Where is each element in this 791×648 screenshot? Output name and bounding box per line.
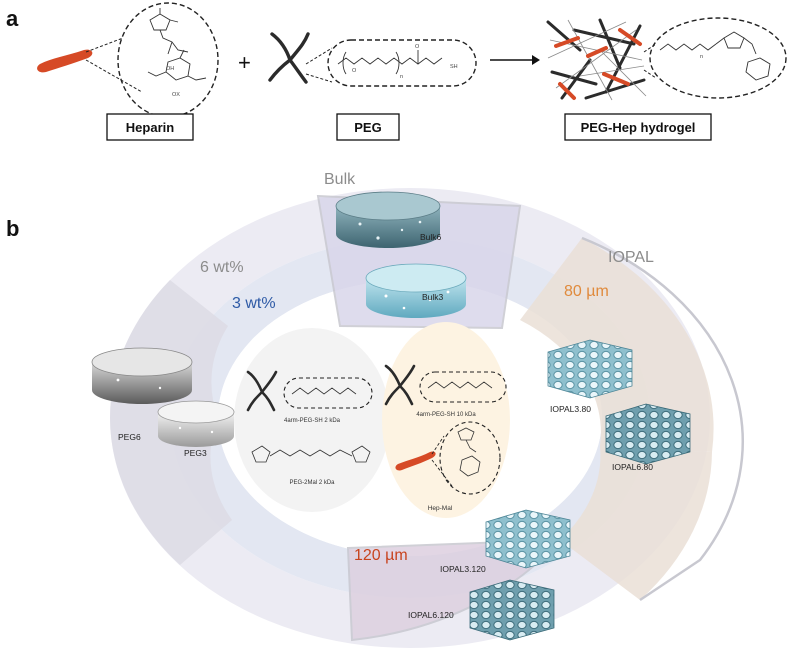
iopal-outline [581, 236, 744, 602]
iopal6120-label: IOPAL6.120 [408, 610, 454, 620]
hydrogel-network-icon [546, 18, 647, 102]
repeat-n-label: n [400, 74, 403, 80]
peg-2kda-circle [234, 328, 390, 512]
peg6-label: PEG6 [118, 432, 141, 442]
peg-sector-lower [110, 418, 232, 565]
iopal-section-label: IOPAL [608, 249, 654, 266]
iopal680-scaffold-icon [605, 403, 691, 465]
peg-sh-2kda-zoom [283, 377, 373, 409]
repeat-n2-label: n [700, 54, 703, 60]
hydrogel-label: PEG-Hep hydrogel [581, 120, 696, 135]
zoom-line [85, 59, 143, 93]
hep-mal-strand-icon [395, 451, 436, 471]
heparin-strand-icon [37, 49, 93, 73]
heparin-molecule-zoom [117, 2, 219, 118]
wt3-label: 3 wt% [232, 295, 276, 312]
iopal680-label: IOPAL6.80 [612, 462, 653, 472]
ether-oxygen-label: O [352, 68, 357, 74]
peg-sh-2kda-chain-icon [291, 387, 357, 395]
zoom-line [431, 459, 453, 487]
peg-sh-10kda-label: 4arm-PEG-SH 10 kDa [416, 412, 476, 418]
bulk-section-label: Bulk [324, 171, 356, 188]
peg-molecule-zoom [327, 39, 477, 87]
heparin-maleimide-structure-icon [147, 8, 207, 81]
hydrogel-box [564, 113, 712, 141]
zoom-line [431, 435, 445, 455]
hep-mal-circle [382, 322, 510, 518]
peg-2mal-structure-icon [251, 445, 371, 463]
peg-label: PEG [354, 120, 381, 135]
conjugate-structure-icon [659, 31, 771, 81]
iopal380-scaffold-icon [547, 339, 633, 399]
hep-mal-label: Hep-Mal [428, 505, 453, 512]
iopal6120-scaffold-icon [469, 579, 555, 641]
iopal-80-sector-lower [560, 446, 712, 600]
peg-thiol-structure-icon [337, 50, 443, 75]
iopal3120-scaffold-icon [485, 509, 571, 569]
peg-sh-10kda-star-icon [384, 364, 416, 406]
peg-box [336, 113, 400, 141]
peg6-disc-icon [91, 347, 193, 404]
bulk3-label: Bulk3 [422, 292, 444, 302]
bulk3-disc-icon [365, 263, 467, 318]
panel-label-b: b [6, 216, 19, 241]
arrow-head-icon [532, 55, 540, 65]
heparin-label: Heparin [126, 120, 174, 135]
bulk6-label: Bulk6 [420, 232, 442, 242]
peg-sh-2kda-star-icon [246, 370, 278, 412]
wt6-label: 6 wt% [200, 259, 244, 276]
bulk6-disc-icon [335, 191, 441, 248]
zoom-line [643, 69, 657, 79]
plus-sign: + [238, 50, 251, 75]
zoom-line [305, 73, 333, 83]
iopal3120-label: IOPAL3.120 [440, 564, 486, 574]
peg-sh-10kda-zoom [419, 371, 507, 403]
thiol-label: SH [450, 64, 458, 70]
ox-label: OX [172, 92, 180, 98]
carbonyl-oxygen-label: O [415, 44, 420, 50]
iopal380-label: IOPAL3.80 [550, 404, 591, 414]
peg-star-icon [268, 32, 310, 84]
hep-mal-zoom [439, 421, 501, 495]
hep-mal-structure-icon [457, 427, 481, 477]
um80-label: 80 µm [564, 283, 609, 300]
peg3-disc-icon [157, 400, 235, 447]
panel-label-a: a [6, 6, 19, 31]
peg3-label: PEG3 [184, 448, 207, 458]
hydroxyl-label: OH [166, 66, 174, 72]
zoom-line [305, 47, 333, 65]
iopal-80-sector [520, 238, 714, 452]
peg-2mal-label: PEG-2Mal 2 kDa [289, 480, 335, 486]
peg-sh-2kda-label: 4arm-PEG-SH 2 kDa [284, 418, 341, 424]
hydrogel-molecule-zoom [649, 17, 787, 99]
peg-sh-10kda-chain-icon [427, 381, 493, 389]
um120-label: 120 µm [354, 547, 408, 564]
zoom-line [85, 37, 124, 53]
heparin-box [106, 113, 194, 141]
